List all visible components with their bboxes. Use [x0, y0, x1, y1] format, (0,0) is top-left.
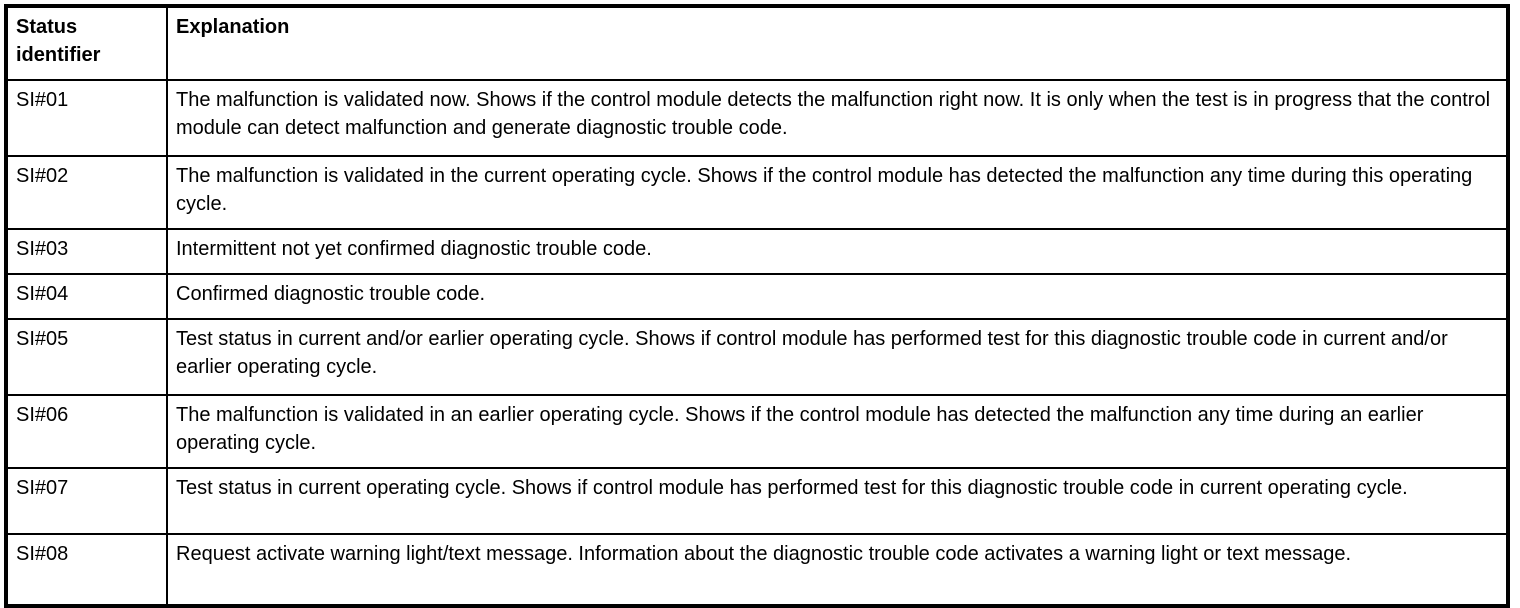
table-row-si08: SI#08 Request activate warning light/tex… — [5, 533, 1509, 607]
status-identifier-table-container: Status identifier Explanation SI#01 The … — [4, 4, 1510, 608]
explanation-cell: Confirmed diagnostic trouble code. — [166, 273, 1509, 320]
status-identifier-table: Status identifier Explanation SI#01 The … — [4, 4, 1510, 608]
status-id-cell: SI#04 — [5, 273, 168, 320]
status-id-cell: SI#03 — [5, 228, 168, 275]
table-header-row: Status identifier Explanation — [5, 5, 1509, 81]
status-id-cell: SI#08 — [5, 533, 168, 607]
status-id-cell: SI#02 — [5, 155, 168, 230]
column-header-explanation: Explanation — [166, 5, 1509, 81]
explanation-cell: Test status in current and/or earlier op… — [166, 318, 1509, 396]
column-header-status-identifier: Status identifier — [5, 5, 168, 81]
explanation-cell: The malfunction is validated in the curr… — [166, 155, 1509, 230]
explanation-cell: Intermittent not yet confirmed diagnosti… — [166, 228, 1509, 275]
table-row-si03: SI#03 Intermittent not yet confirmed dia… — [5, 228, 1509, 275]
table-row-si05: SI#05 Test status in current and/or earl… — [5, 318, 1509, 396]
table-row-si07: SI#07 Test status in current operating c… — [5, 467, 1509, 535]
explanation-cell: The malfunction is validated now. Shows … — [166, 79, 1509, 157]
status-id-cell: SI#06 — [5, 394, 168, 469]
explanation-cell: Request activate warning light/text mess… — [166, 533, 1509, 607]
table-row-si06: SI#06 The malfunction is validated in an… — [5, 394, 1509, 469]
table-row-si04: SI#04 Confirmed diagnostic trouble code. — [5, 273, 1509, 320]
table-row-si02: SI#02 The malfunction is validated in th… — [5, 155, 1509, 230]
status-id-cell: SI#07 — [5, 467, 168, 535]
table-row-si01: SI#01 The malfunction is validated now. … — [5, 79, 1509, 157]
status-id-cell: SI#05 — [5, 318, 168, 396]
status-id-cell: SI#01 — [5, 79, 168, 157]
explanation-cell: Test status in current operating cycle. … — [166, 467, 1509, 535]
explanation-cell: The malfunction is validated in an earli… — [166, 394, 1509, 469]
